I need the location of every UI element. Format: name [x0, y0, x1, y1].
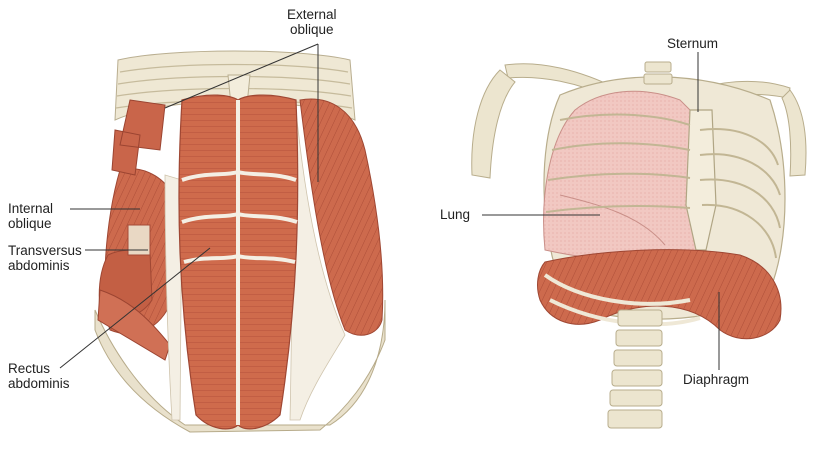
abdominal-wall-figure — [60, 44, 385, 432]
humerus-right — [782, 90, 806, 176]
label-sternum: Sternum — [667, 36, 718, 51]
label-lung: Lung — [440, 207, 470, 222]
label-rectus-abdominis: Rectus abdominis — [8, 361, 70, 391]
thorax-figure — [472, 52, 806, 428]
label-external-oblique: External oblique — [287, 7, 337, 37]
label-internal-oblique: Internal oblique — [8, 201, 53, 231]
cervical-spine — [644, 62, 672, 84]
label-transversus-abdominis: Transversus abdominis — [8, 243, 82, 273]
label-diaphragm: Diaphragm — [683, 372, 749, 387]
humerus-left — [472, 70, 515, 178]
vertebral-column — [608, 310, 662, 428]
